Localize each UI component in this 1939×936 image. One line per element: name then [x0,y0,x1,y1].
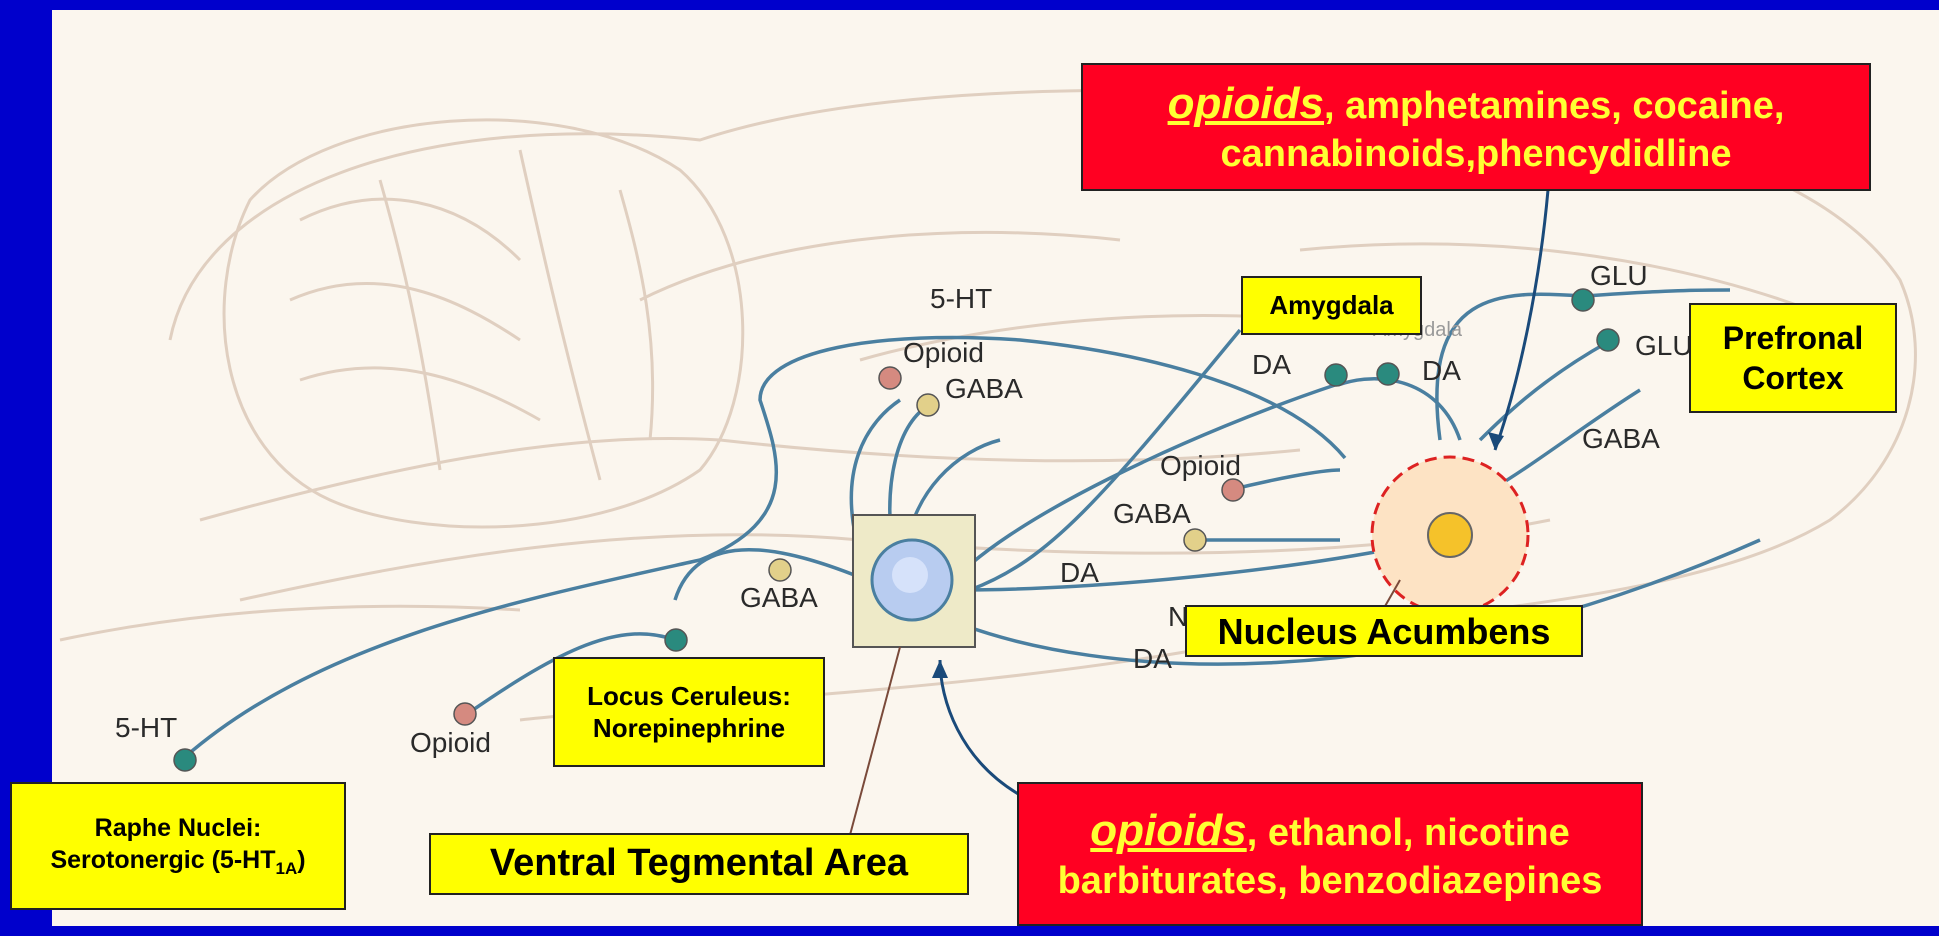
label-gaba-right: GABA [1582,423,1660,454]
amygdala-text: Amygdala [1269,289,1393,322]
drug-top-rest1: , amphetamines, cocaine, [1324,85,1784,127]
nucleus-acumbens-text: Nucleus Acumbens [1218,609,1551,654]
drug-box-top-line1: opioids, amphetamines, cocaine, [1168,76,1785,131]
drug-bottom-rest1: , ethanol, nicotine [1247,812,1570,854]
label-da-center: DA [1060,557,1099,588]
label-gaba-mid: GABA [740,582,818,613]
locus-ceruleus-label: Locus Ceruleus: Norepinephrine [553,657,825,767]
label-5ht-top: 5-HT [930,283,992,314]
raphe-subscript: 1A [275,859,297,878]
opioid-neuron-mid [1222,479,1244,501]
raphe-nuclei-label: Raphe Nuclei: Serotonergic (5-HT1A) [10,782,346,910]
label-opioid-left: Opioid [903,337,984,368]
locus-ceruleus-neuron [665,629,687,651]
drug-box-top-line2: cannabinoids,phencydidline [1221,131,1732,179]
opioid-neuron-left [879,367,901,389]
gaba-neuron-lower [769,559,791,581]
label-opioid-bottom: Opioid [410,727,491,758]
label-da-top-left: DA [1252,349,1291,380]
drug-top-opioids: opioids [1168,79,1324,128]
raphe-line2-text: Serotonergic (5-HT [50,846,275,874]
opioid-neuron-bottom [454,703,476,725]
drug-box-bottom-line1: opioids, ethanol, nicotine [1090,803,1569,858]
label-5ht-bottom: 5-HT [115,712,177,743]
label-gaba-left: GABA [945,373,1023,404]
drug-box-bottom: opioids, ethanol, nicotine barbiturates,… [1017,782,1643,926]
label-gaba-mid2: GABA [1113,498,1191,529]
drug-box-bottom-line2: barbiturates, benzodiazepines [1058,858,1603,906]
da-neuron-2 [1377,363,1399,385]
drug-bottom-opioids: opioids [1090,806,1246,855]
raphe-line2: Serotonergic (5-HT1A) [50,845,305,879]
nucleus-acumbens-label: Nucleus Acumbens [1185,605,1583,657]
label-glu-1: GLU [1590,260,1648,291]
raphe-line1: Raphe Nuclei: [95,813,262,844]
gaba-neuron-mid [1184,529,1206,551]
label-da-top-right: DA [1422,355,1461,386]
raphe-close-paren: ) [297,846,305,874]
vta-label: Ventral Tegmental Area [429,833,969,895]
nucleus-acumbens-neuron [1428,513,1472,557]
drug-box-top: opioids, amphetamines, cocaine, cannabin… [1081,63,1871,191]
label-glu-2: GLU [1635,330,1693,361]
gaba-neuron-left [917,394,939,416]
vta-text: Ventral Tegmental Area [490,840,908,888]
locus-ceruleus-line2: Norepinephrine [593,712,785,745]
label-da-bottom: DA [1133,643,1172,674]
glu-neuron-1 [1572,289,1594,311]
amygdala-label: Amygdala [1241,276,1422,335]
locus-ceruleus-line1: Locus Ceruleus: [587,680,791,713]
raphe-neuron [174,749,196,771]
da-neuron-1 [1325,364,1347,386]
prefrontal-text: Prefronal Cortex [1713,318,1873,398]
vta-neuron-nucleus [892,557,928,593]
glu-neuron-2 [1597,329,1619,351]
label-opioid-mid: Opioid [1160,450,1241,481]
prefrontal-cortex-label: Prefronal Cortex [1689,303,1897,413]
